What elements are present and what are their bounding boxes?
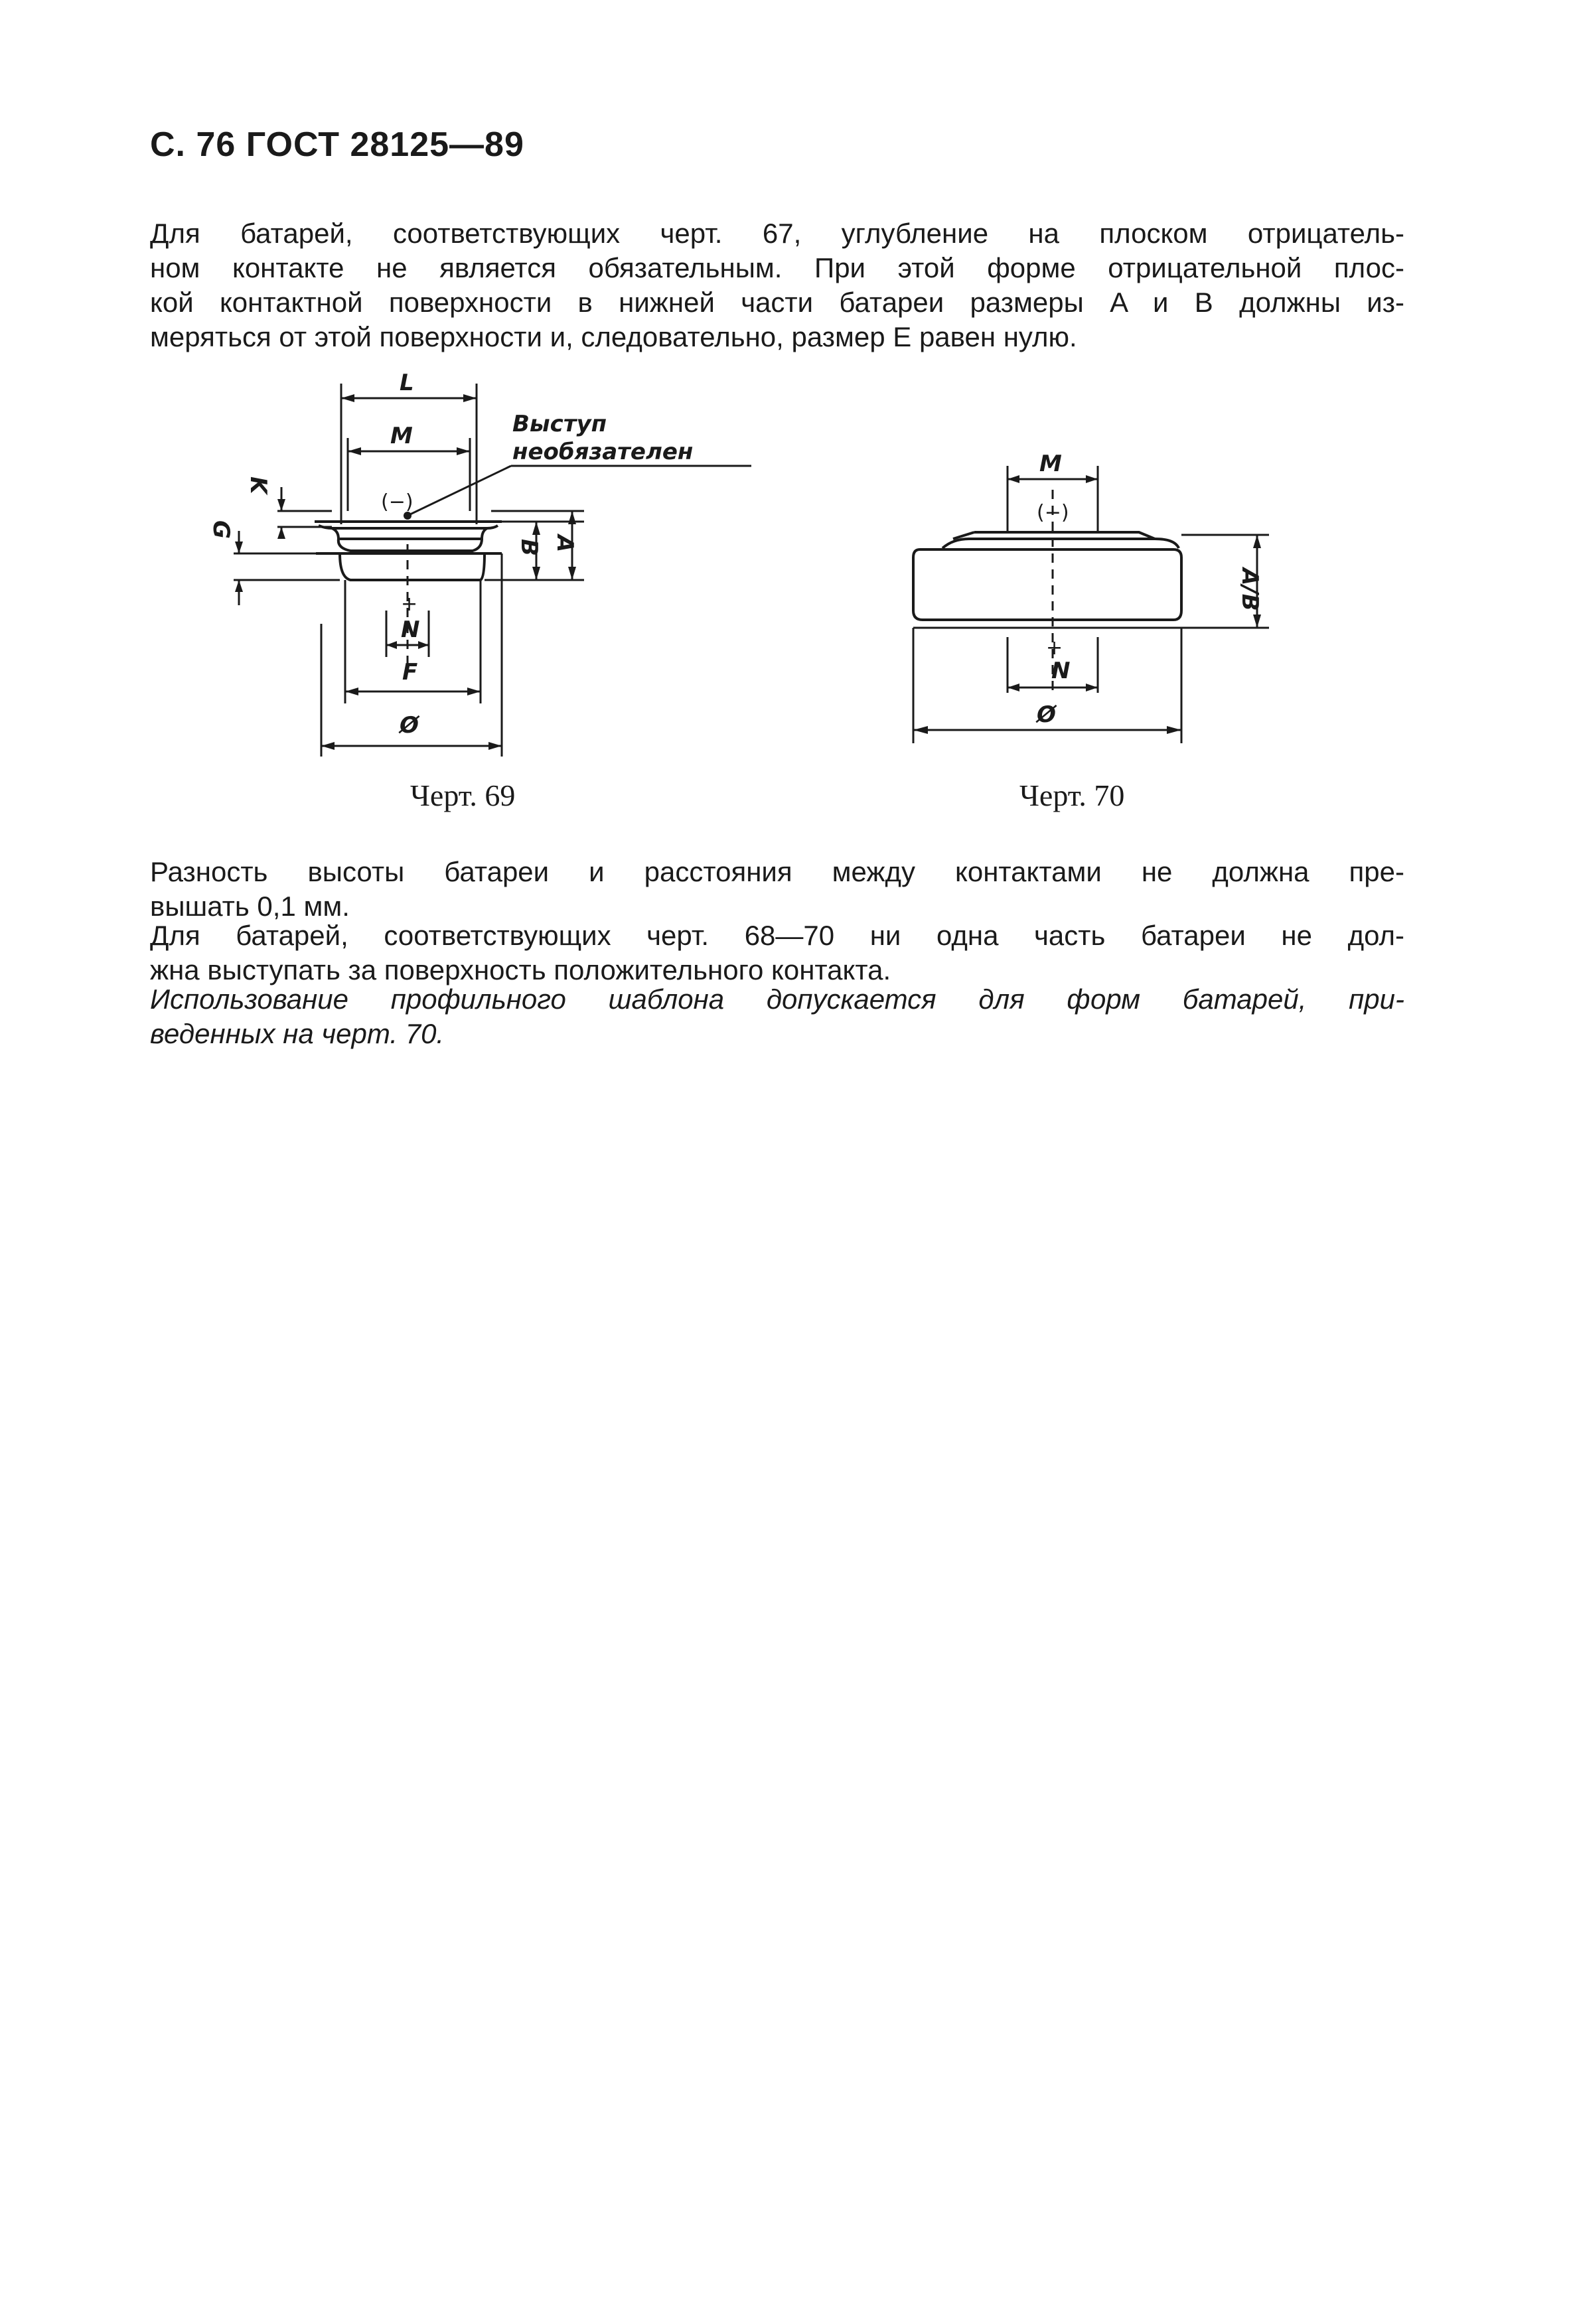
paragraph-4-line: Использование профильного шаблона допуск… — [150, 983, 1404, 1015]
paragraph-2: Разность высоты батареи и расстояния меж… — [150, 855, 1404, 924]
figure-69-caption: Черт. 69 — [410, 778, 516, 812]
fig70-label-AB: A/B — [1236, 566, 1263, 611]
paragraph-1: Для батарей, соответствующих черт. 67, у… — [150, 216, 1404, 354]
fig69-label-B: B — [516, 539, 542, 556]
fig69-label-L: L — [400, 370, 414, 396]
fig69-label-M: M — [390, 423, 413, 449]
fig69-label-A: A — [552, 533, 578, 552]
paragraph-1-line: ном контакте не является обязательным. П… — [150, 252, 1404, 283]
paragraph-1-line: Для батарей, соответствующих черт. 67, у… — [150, 218, 1404, 249]
paragraph-2-line: Разность высоты батареи и расстояния меж… — [150, 856, 1404, 887]
paragraph-4-line: веденных на черт. 70. — [150, 1018, 445, 1049]
paragraph-3-line: Для батарей, соответствующих черт. 68—70… — [150, 920, 1404, 951]
fig70-label-M: M — [1039, 451, 1062, 477]
fig70-label-N: N — [1051, 658, 1070, 684]
fig69-note-line1: Выступ — [512, 411, 607, 437]
fig69-label-diameter: Ø — [398, 712, 420, 739]
paragraph-1-line: кой контактной поверхности в нижней част… — [150, 287, 1404, 318]
fig69-label-G: G — [208, 520, 234, 539]
page-header: С. 76 ГОСТ 28125—89 — [150, 125, 524, 164]
paragraph-3: Для батарей, соответствующих черт. 68—70… — [150, 918, 1404, 987]
figure-70-caption: Черт. 70 — [1019, 778, 1125, 812]
fig69-label-N: N — [401, 617, 419, 643]
fig69-plus-sign: + — [401, 593, 417, 616]
paragraph-1-line: меряться от этой поверхности и, следоват… — [150, 321, 1077, 352]
paragraph-2-line: вышать 0,1 мм. — [150, 891, 350, 922]
fig69-minus-sign: (−) — [381, 490, 413, 514]
fig70-plus-sign: + — [1046, 636, 1063, 660]
paragraph-4: Использование профильного шаблона допуск… — [150, 982, 1404, 1051]
fig69-label-K: K — [245, 476, 271, 496]
paragraph-3-line: жна выступать за поверхность положительн… — [150, 954, 891, 985]
fig69-note-line2: необязателен — [512, 439, 693, 465]
figure-69-drawing: L M Выступ необязателен (−) K — [208, 370, 751, 757]
fig70-label-diameter: Ø — [1035, 701, 1057, 728]
fig69-label-F: F — [402, 659, 417, 686]
figure-70-drawing: M (−) A/B + N Ø — [912, 451, 1269, 743]
